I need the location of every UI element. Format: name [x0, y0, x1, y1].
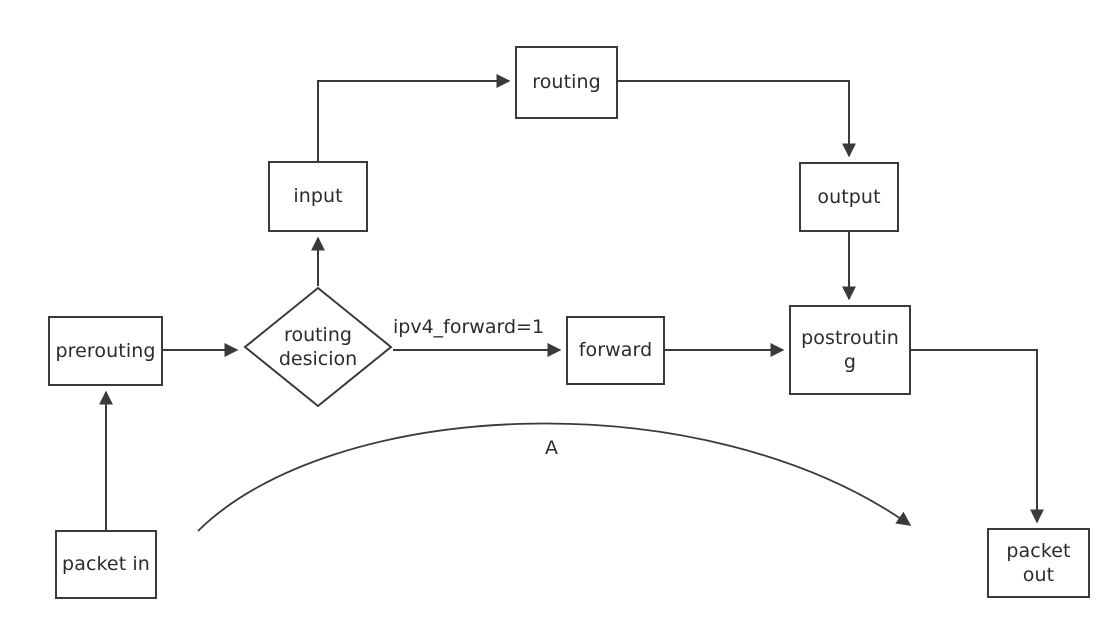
node-packet-in-label: packet in [62, 553, 150, 576]
node-routing-label: routing [532, 71, 601, 94]
node-postrouting[interactable]: postrouting [789, 305, 911, 395]
edge-label-ipv4-forward: ipv4_forward=1 [392, 316, 546, 338]
node-postrouting-label: postrouting [801, 326, 899, 373]
edge-routing-to-output [618, 80, 856, 158]
edge-input-to-routing [317, 74, 511, 161]
node-output-label: output [817, 185, 881, 208]
node-routing-decision-label: routing desicion [278, 323, 358, 370]
node-routing[interactable]: routing [515, 46, 618, 119]
node-input-label: input [293, 185, 343, 208]
edge-postrouting-to-packet-out [911, 349, 1044, 524]
node-forward-label: forward [578, 339, 653, 362]
node-output[interactable]: output [799, 162, 899, 232]
curve-label-a: A [545, 437, 558, 459]
edge-curve-a [197, 422, 912, 532]
diamond-shape [243, 286, 393, 408]
node-prerouting-label: prerouting [55, 339, 156, 362]
node-prerouting[interactable]: prerouting [48, 316, 163, 386]
node-packet-out[interactable]: packet out [987, 528, 1090, 598]
node-routing-decision[interactable]: routing desicion [243, 286, 393, 408]
node-forward[interactable]: forward [566, 316, 665, 385]
node-packet-out-label: packet out [1006, 539, 1071, 586]
node-input[interactable]: input [268, 161, 368, 232]
node-packet-in[interactable]: packet in [55, 530, 157, 599]
